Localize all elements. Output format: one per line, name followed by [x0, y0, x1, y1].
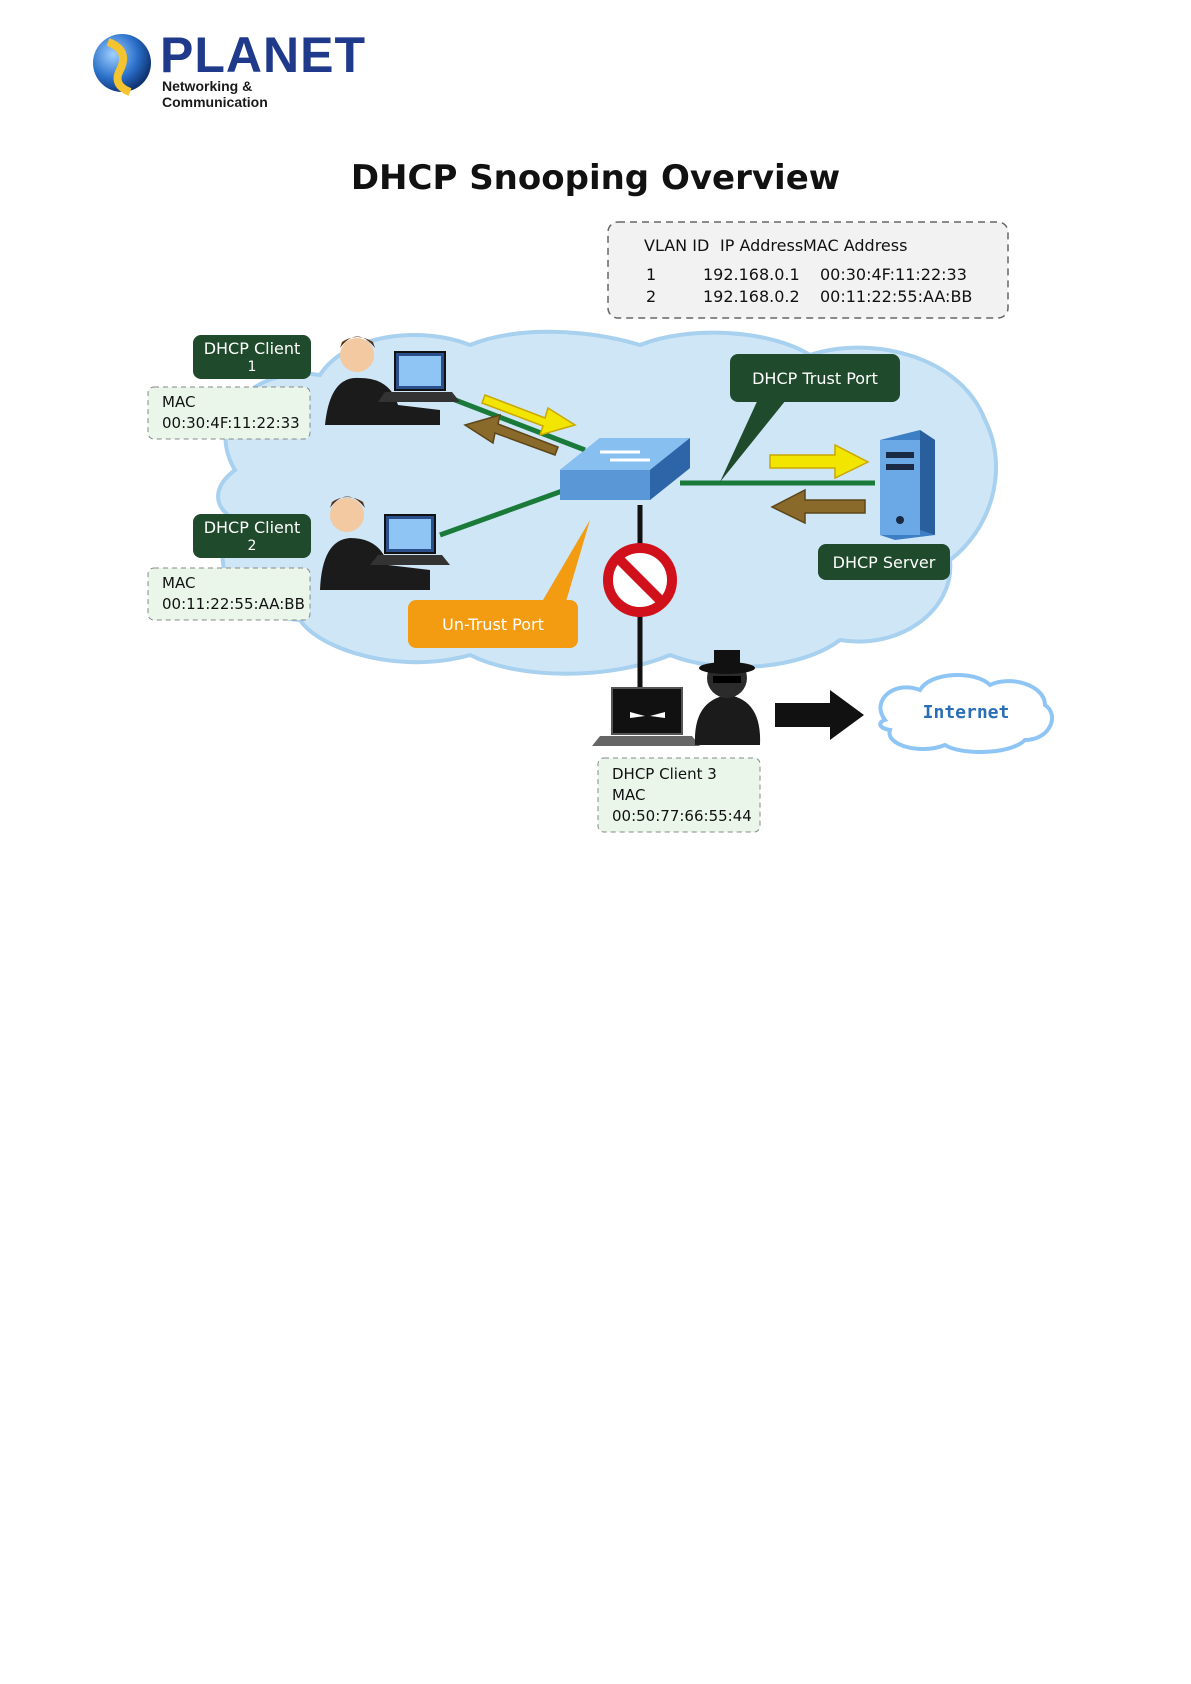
server-reply-arrow-icon — [770, 488, 866, 525]
client2-mac-box: MAC 00:11:22:55:AA:BB — [147, 567, 311, 621]
svg-text:DHCP Client: DHCP Client — [204, 339, 301, 358]
untrust-port-callout: Un-Trust Port — [408, 520, 590, 648]
svg-text:DHCP Trust Port: DHCP Trust Port — [752, 369, 878, 388]
link-client1 — [449, 395, 586, 453]
table-header-vlan: VLAN ID — [644, 236, 709, 255]
client1-mac-box: MAC 00:30:4F:11:22:33 — [147, 386, 311, 440]
hacker-icon — [694, 650, 761, 745]
client2-person-icon — [320, 496, 450, 590]
svg-text:DHCP Client 3: DHCP Client 3 — [612, 765, 717, 783]
client3-label: DHCP Client 3 MAC 00:50:77:66:55:44 — [597, 757, 761, 833]
table-cell: 192.168.0.1 — [703, 265, 800, 284]
table-cell: 00:30:4F:11:22:33 — [820, 265, 967, 284]
table-cell: 2 — [646, 287, 656, 306]
svg-text:00:11:22:55:AA:BB: 00:11:22:55:AA:BB — [162, 595, 305, 613]
page-title: DHCP Snooping Overview — [350, 158, 841, 198]
svg-text:2: 2 — [248, 538, 257, 554]
client1-person-icon — [325, 336, 460, 425]
trust-port-callout: DHCP Trust Port — [720, 354, 900, 482]
svg-text:MAC: MAC — [162, 574, 195, 592]
svg-text:MAC: MAC — [612, 786, 645, 804]
request-arrow-icon — [481, 394, 577, 437]
internet-cloud: Internet — [878, 673, 1055, 754]
svg-text:DHCP Client: DHCP Client — [204, 518, 301, 537]
svg-text:Un-Trust Port: Un-Trust Port — [442, 615, 544, 634]
reply-arrow-icon — [463, 413, 559, 456]
logo-tagline: Networking & Communication — [162, 78, 268, 110]
blocked-icon — [603, 543, 677, 617]
globe-icon — [93, 34, 151, 96]
client2-label: DHCP Client 2 — [193, 514, 311, 558]
internet-arrow-icon — [775, 690, 864, 740]
planet-logo: PLANET Networking & Communication — [90, 26, 365, 110]
binding-table: VLAN ID IP Address MAC Address 1 192.168… — [607, 221, 1009, 319]
logo-wordmark: PLANET — [160, 27, 366, 83]
server-request-arrow-icon — [769, 443, 870, 480]
svg-text:Internet: Internet — [923, 702, 1010, 723]
client1-label: DHCP Client 1 — [193, 335, 311, 379]
table-cell: 00:11:22:55:AA:BB — [820, 287, 972, 306]
server-label: DHCP Server — [818, 544, 950, 580]
server-icon — [880, 430, 935, 540]
table-header-ip: IP Address — [720, 236, 803, 255]
table-cell: 192.168.0.2 — [703, 287, 800, 306]
svg-text:00:30:4F:11:22:33: 00:30:4F:11:22:33 — [162, 414, 300, 432]
svg-text:MAC: MAC — [162, 393, 195, 411]
table-header-mac: MAC Address — [803, 236, 907, 255]
table-cell: 1 — [646, 265, 656, 284]
svg-text:DHCP Server: DHCP Server — [833, 553, 936, 572]
switch-icon — [560, 438, 690, 500]
svg-text:00:50:77:66:55:44: 00:50:77:66:55:44 — [612, 807, 752, 825]
svg-text:1: 1 — [248, 359, 257, 375]
laptop-icon — [592, 687, 700, 746]
link-client2 — [439, 487, 566, 538]
